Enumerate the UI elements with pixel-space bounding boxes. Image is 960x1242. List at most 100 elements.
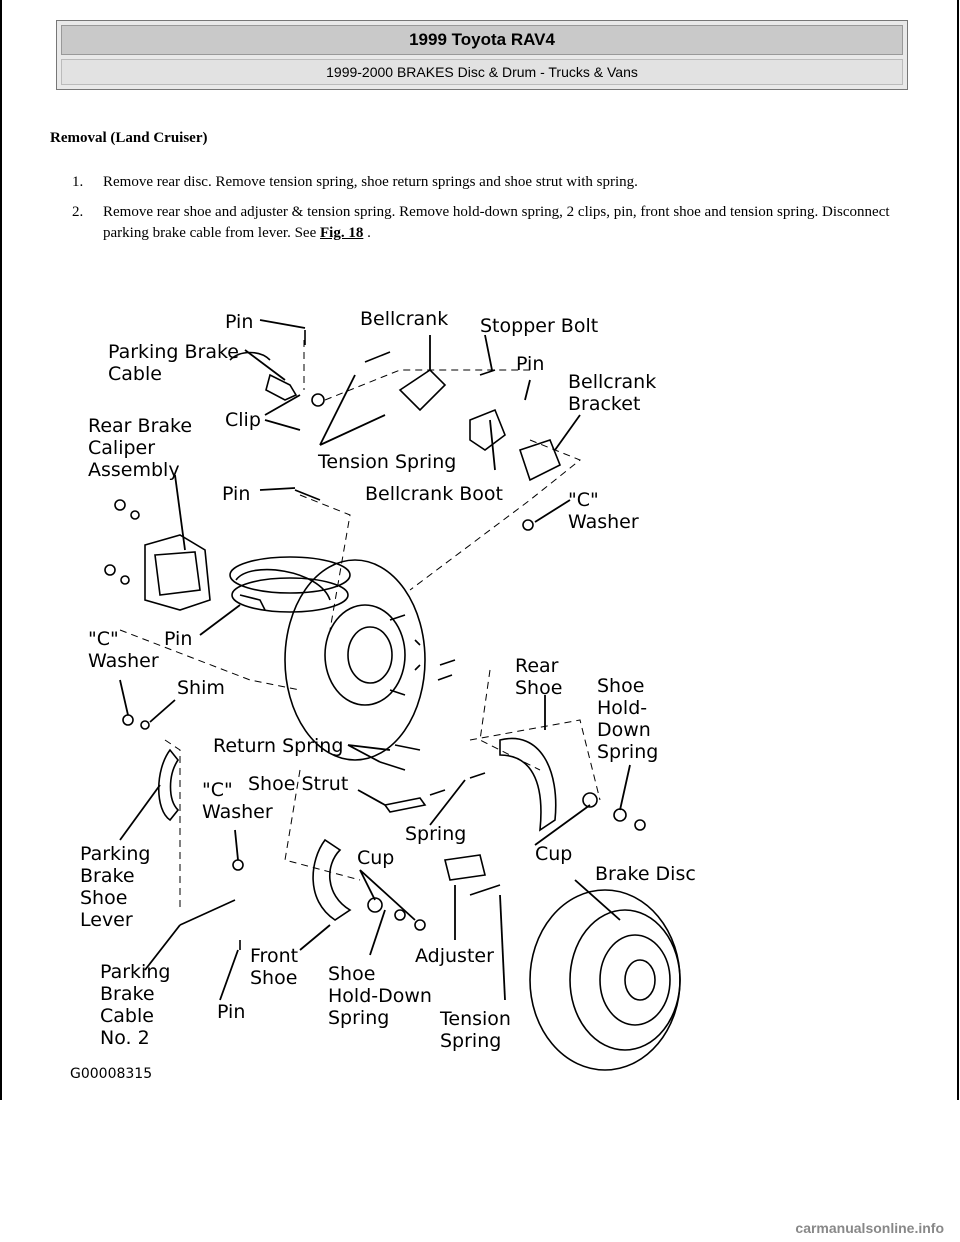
label-adjuster: Adjuster bbox=[415, 945, 494, 967]
brake-disc-part bbox=[529, 889, 681, 1071]
label-return-spring: Return Spring bbox=[213, 735, 343, 757]
leader-line bbox=[264, 394, 301, 431]
step-text-end: . bbox=[363, 225, 371, 241]
label-front-shoe: Shoe bbox=[250, 967, 297, 989]
page-border-right bbox=[957, 0, 959, 1100]
label-parking-brake-cable-no-2: Cable bbox=[100, 1005, 154, 1027]
tension-spring-part bbox=[469, 884, 501, 896]
leader-line bbox=[219, 949, 239, 1001]
leader-line bbox=[299, 924, 331, 951]
pin-part bbox=[414, 919, 426, 931]
assembly-line bbox=[119, 629, 301, 691]
label-rear-shoe: Shoe bbox=[515, 677, 562, 699]
leader-line bbox=[259, 319, 306, 329]
procedure-steps: 1. Remove rear disc. Remove tension spri… bbox=[72, 172, 902, 253]
parking-brake-cable-part bbox=[179, 899, 236, 926]
step-item: 1. Remove rear disc. Remove tension spri… bbox=[72, 172, 902, 193]
label-c-washer: Washer bbox=[202, 801, 273, 823]
label-shoe-hold-down-spring: Hold-Down bbox=[328, 985, 432, 1007]
brake-caliper-part bbox=[104, 499, 211, 611]
leader-line bbox=[357, 789, 386, 806]
leader-line bbox=[259, 487, 296, 491]
leader-line bbox=[199, 604, 241, 636]
cup-part bbox=[367, 897, 383, 913]
parking-brake-lever-part bbox=[157, 748, 180, 822]
leader-line bbox=[119, 679, 129, 716]
label-shoe-hold-down-spring: Hold- bbox=[597, 697, 647, 719]
hold-down-spring-part bbox=[394, 909, 406, 921]
leader-line bbox=[144, 924, 181, 971]
header-subtitle: 1999-2000 BRAKES Disc & Drum - Trucks & … bbox=[61, 59, 903, 85]
label-shoe-hold-down-spring: Shoe bbox=[328, 963, 375, 985]
leader-line bbox=[174, 474, 186, 551]
label-spring: Spring bbox=[405, 823, 466, 845]
leader-line bbox=[119, 784, 161, 841]
assembly-line bbox=[299, 494, 351, 631]
c-washer-part bbox=[232, 859, 244, 871]
shim-part bbox=[140, 720, 150, 730]
bellcrank-part bbox=[398, 368, 447, 412]
leader-line bbox=[484, 334, 493, 371]
label-parking-brake-cable: Parking Brake bbox=[108, 341, 239, 363]
stopper-bolt-part bbox=[479, 369, 496, 376]
label-shoe-hold-down-spring: Spring bbox=[597, 741, 658, 763]
leader-line bbox=[369, 909, 386, 956]
label-bellcrank: Bellcrank bbox=[360, 308, 448, 330]
label-tension-spring: Spring bbox=[440, 1030, 501, 1052]
label-parking-brake-shoe-lever: Brake bbox=[80, 865, 135, 887]
label-shoe-hold-down-spring: Spring bbox=[328, 1007, 389, 1029]
label-pin: Pin bbox=[217, 1001, 245, 1023]
leader-line bbox=[554, 414, 581, 451]
label-front-shoe: Front bbox=[250, 945, 298, 967]
leader-line bbox=[619, 764, 631, 811]
label-parking-brake-shoe-lever: Shoe bbox=[80, 887, 127, 909]
rear-shoe-part bbox=[499, 737, 557, 832]
coil-spring bbox=[229, 351, 331, 601]
assembly-line bbox=[284, 769, 361, 881]
assembly-line bbox=[324, 369, 530, 401]
label-c-washer: "C" bbox=[568, 489, 599, 511]
figure-link[interactable]: Fig. 18 bbox=[320, 225, 364, 241]
label-parking-brake-cable: Cable bbox=[108, 363, 162, 385]
exploded-brake-diagram: Pin Bellcrank Stopper Bolt Parking Brake… bbox=[60, 300, 720, 1090]
return-spring-part bbox=[379, 744, 421, 771]
leader-line bbox=[149, 699, 176, 723]
label-shoe-strut: Shoe Strut bbox=[248, 773, 348, 795]
label-clip: Clip bbox=[225, 409, 261, 431]
pin-part bbox=[239, 594, 266, 611]
leader-line bbox=[534, 499, 571, 523]
step-text: Remove rear shoe and adjuster & tension … bbox=[103, 204, 890, 241]
hold-down-spring-part bbox=[613, 808, 627, 822]
tension-spring-part bbox=[364, 351, 391, 363]
step-text: Remove rear disc. Remove tension spring,… bbox=[103, 174, 638, 190]
label-parking-brake-cable-no-2: Brake bbox=[100, 983, 155, 1005]
front-shoe-part bbox=[312, 838, 352, 921]
step-item: 2. Remove rear shoe and adjuster & tensi… bbox=[72, 202, 902, 244]
coil-spring bbox=[229, 556, 351, 594]
document-header: 1999 Toyota RAV4 1999-2000 BRAKES Disc &… bbox=[56, 20, 908, 90]
label-parking-brake-cable-no-2: No. 2 bbox=[100, 1027, 150, 1049]
label-shim: Shim bbox=[177, 677, 225, 699]
label-parking-brake-shoe-lever: Lever bbox=[80, 909, 133, 931]
adjuster-part bbox=[444, 854, 486, 881]
bellcrank-boot-part bbox=[469, 408, 506, 451]
coil-spring bbox=[231, 577, 349, 613]
label-bellcrank-boot: Bellcrank Boot bbox=[365, 483, 503, 505]
label-parking-brake-shoe-lever: Parking bbox=[80, 843, 150, 865]
label-shoe-hold-down-spring: Down bbox=[597, 719, 651, 741]
header-title: 1999 Toyota RAV4 bbox=[61, 25, 903, 55]
leader-line bbox=[489, 419, 496, 471]
label-shoe-hold-down-spring: Shoe bbox=[597, 675, 644, 697]
step-number: 1. bbox=[72, 174, 84, 190]
label-rear-shoe: Rear bbox=[515, 655, 559, 677]
section-title: Removal (Land Cruiser) bbox=[50, 130, 208, 146]
leader-line bbox=[574, 879, 621, 921]
label-c-washer: Washer bbox=[88, 650, 159, 672]
label-pin: Pin bbox=[225, 311, 253, 333]
label-cup: Cup bbox=[535, 843, 572, 865]
label-tension-spring: Tension bbox=[439, 1008, 511, 1030]
leader-line bbox=[499, 894, 506, 1001]
label-pin: Pin bbox=[222, 483, 250, 505]
label-rear-brake-caliper-assembly: Rear Brake bbox=[88, 415, 192, 437]
label-brake-disc: Brake Disc bbox=[595, 863, 696, 885]
